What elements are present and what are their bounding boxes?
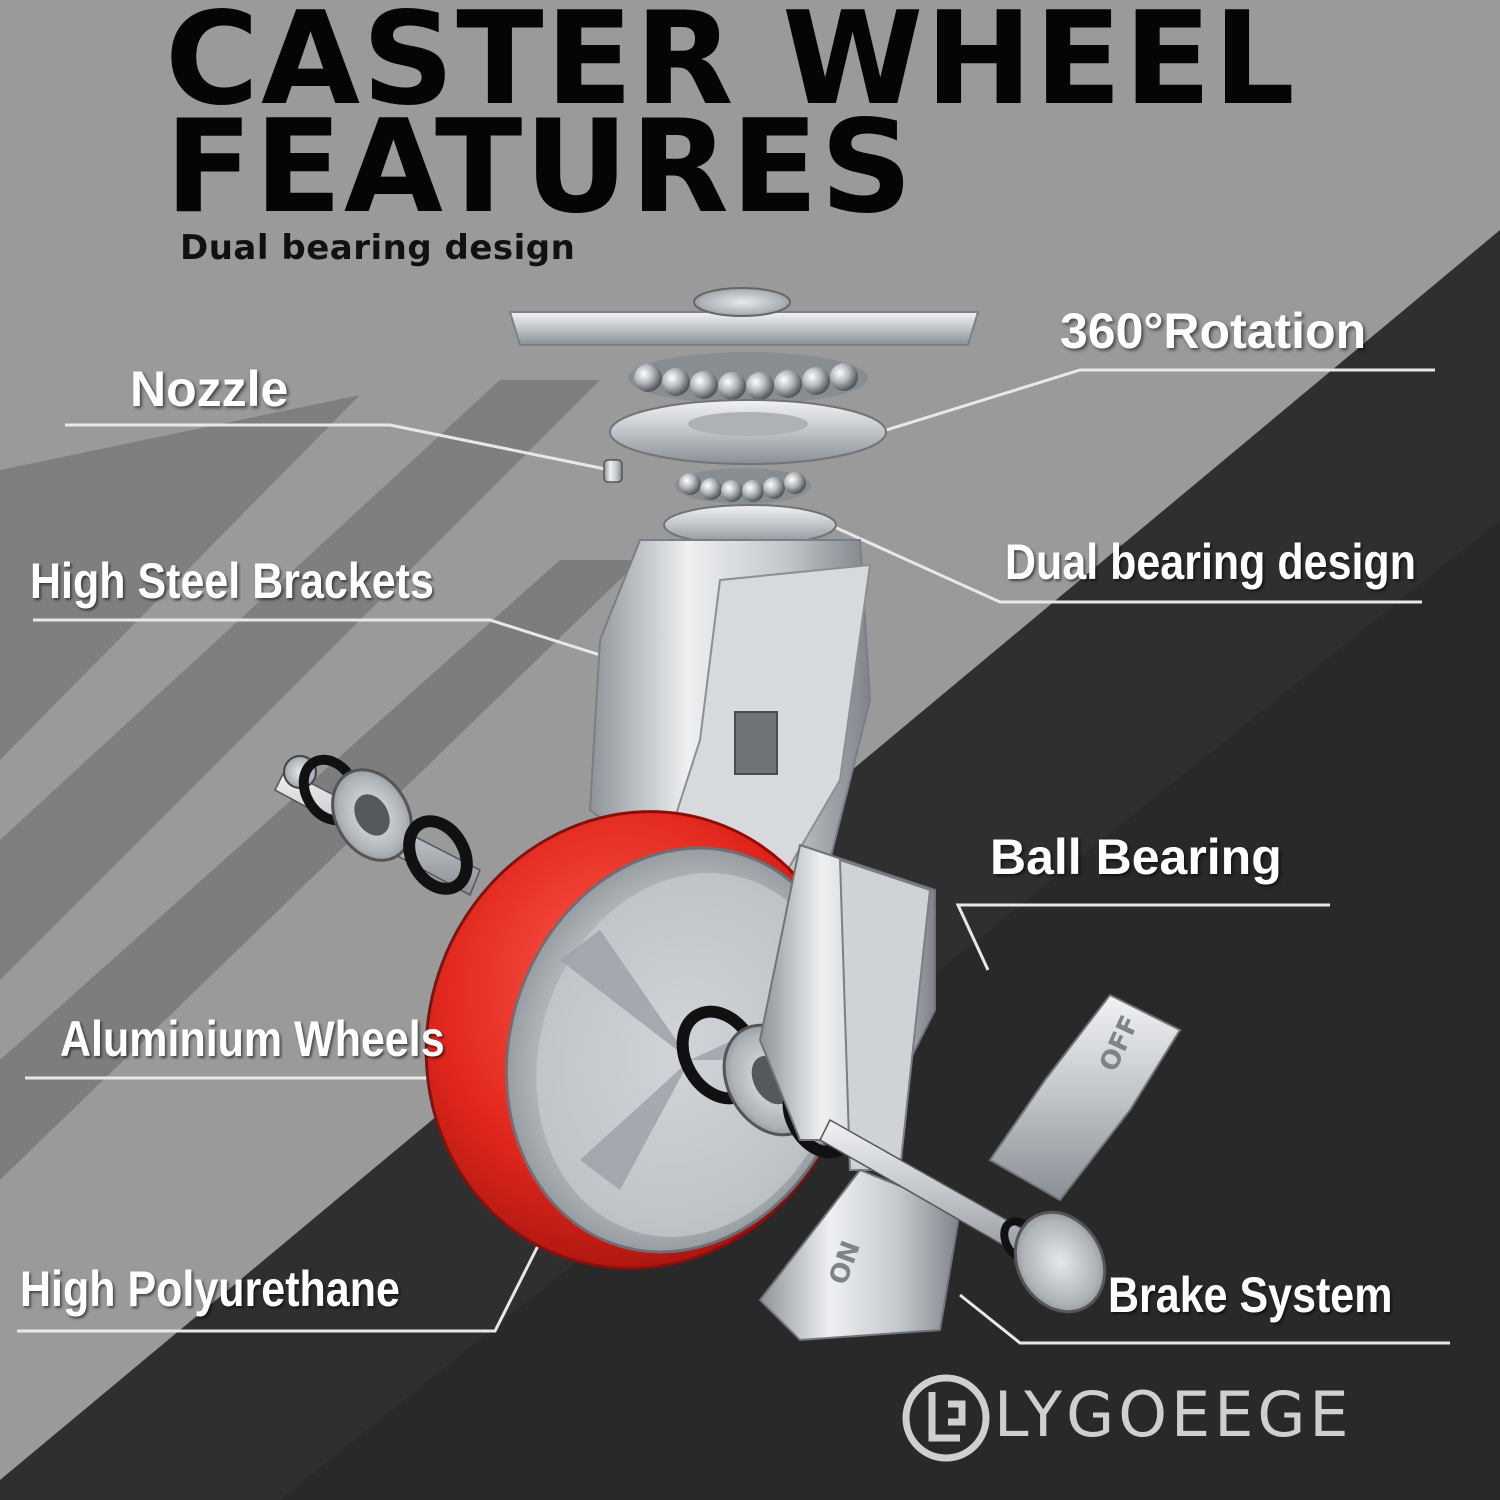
callout-dual-bearing: Dual bearing design xyxy=(1005,534,1416,590)
leader-brackets xyxy=(33,618,601,657)
brand-logo-mark xyxy=(902,1374,990,1462)
lower-ball-ring xyxy=(675,468,811,504)
leader-brake xyxy=(959,1293,1450,1345)
axle-bearing-left xyxy=(274,754,481,897)
callout-rotation: 360°Rotation xyxy=(1060,303,1367,359)
page-title: CASTER WHEEL FEATURES xyxy=(165,0,1297,242)
brake-lever-off xyxy=(988,993,1182,1202)
upper-ball-ring xyxy=(628,352,868,404)
callout-brackets: High Steel Brackets xyxy=(30,553,434,609)
raceway-disc xyxy=(609,399,887,465)
leader-nozzle xyxy=(65,423,611,472)
background-stripe-1 xyxy=(0,395,360,760)
background-stripe-3 xyxy=(0,560,640,1180)
callout-brake: Brake System xyxy=(1108,1267,1393,1323)
leader-ball-bearing xyxy=(955,903,1330,971)
leader-polyurethane xyxy=(17,1217,554,1333)
brake-assembly: OFF ON xyxy=(758,843,1182,1342)
leader-dual-bearing xyxy=(829,523,1422,604)
brand-logo: LYGOEEGE xyxy=(900,1378,1353,1451)
callout-nozzle: Nozzle xyxy=(130,361,289,417)
page-subtitle: Dual bearing design xyxy=(180,228,576,268)
callout-wheels: Aluminium Wheels xyxy=(60,1011,445,1067)
leader-rotation xyxy=(879,368,1435,434)
brand-name: LYGOEEGE xyxy=(994,1378,1353,1451)
grease-nozzle xyxy=(603,459,623,483)
background-stripe-2 xyxy=(0,380,600,980)
title-line-2: FEATURES xyxy=(165,93,915,242)
callout-polyurethane: High Polyurethane xyxy=(20,1261,400,1317)
title-line-1: CASTER WHEEL xyxy=(165,0,1297,134)
callout-ball-bearing: Ball Bearing xyxy=(990,829,1282,885)
top-mounting-plate xyxy=(508,287,980,346)
